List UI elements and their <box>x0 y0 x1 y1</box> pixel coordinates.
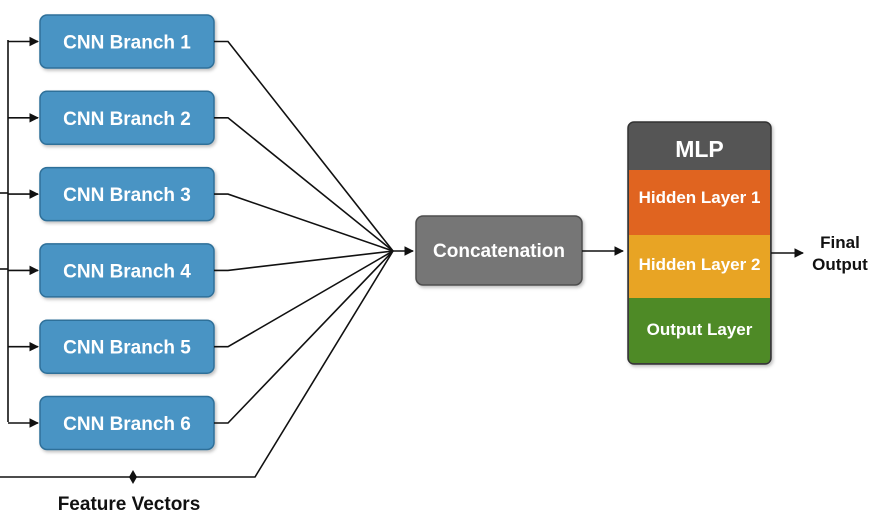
cnn-branch-2-label: CNN Branch 2 <box>63 109 191 130</box>
final-output-label-line1: Final <box>820 233 860 252</box>
feature-vectors-diamond-icon <box>129 470 137 484</box>
feature-vectors-path: Feature Vectors <box>0 250 394 515</box>
merge-line-branch-6 <box>214 250 394 424</box>
merge-line-branch-1 <box>214 40 394 252</box>
mlp-layer-hidden-1 <box>629 170 770 235</box>
merge-lines <box>214 40 414 424</box>
concatenation-label: Concatenation <box>433 241 565 262</box>
mlp-title: MLP <box>675 136 724 162</box>
final-output-label-line2: Output <box>812 255 868 274</box>
mlp-layer-hidden-2 <box>629 235 770 298</box>
mlp-layer-hidden-1-label: Hidden Layer 1 <box>639 188 761 207</box>
merge-line-branch-2 <box>214 117 394 252</box>
input-bus <box>0 40 9 422</box>
feature-vectors-label: Feature Vectors <box>58 494 201 515</box>
merge-line-branch-5 <box>214 250 394 348</box>
mlp-layer-output-label: Output Layer <box>647 320 753 339</box>
merge-line-branch-4 <box>214 250 394 272</box>
bus-arrows <box>8 36 39 428</box>
mlp-layer-hidden-2-label: Hidden Layer 2 <box>639 255 761 274</box>
feature-vectors-line <box>0 250 394 478</box>
cnn-branch-3-label: CNN Branch 3 <box>63 185 191 206</box>
cnn-branches: CNN Branch 1 CNN Branch 2 CNN Branch 3 CNN … <box>39 14 215 451</box>
merge-line-branch-3 <box>214 193 394 252</box>
mlp-block: MLP Hidden Layer 1 Hidden Layer 2 Output… <box>627 121 772 365</box>
cnn-branch-5-label: CNN Branch 5 <box>63 338 191 359</box>
mlp-layer-output <box>629 298 770 363</box>
cnn-branch-1-label: CNN Branch 1 <box>63 33 191 54</box>
concatenation-node: Concatenation <box>415 215 583 286</box>
cnn-branch-6-label: CNN Branch 6 <box>63 414 191 435</box>
cnn-branch-4-label: CNN Branch 4 <box>63 261 191 282</box>
